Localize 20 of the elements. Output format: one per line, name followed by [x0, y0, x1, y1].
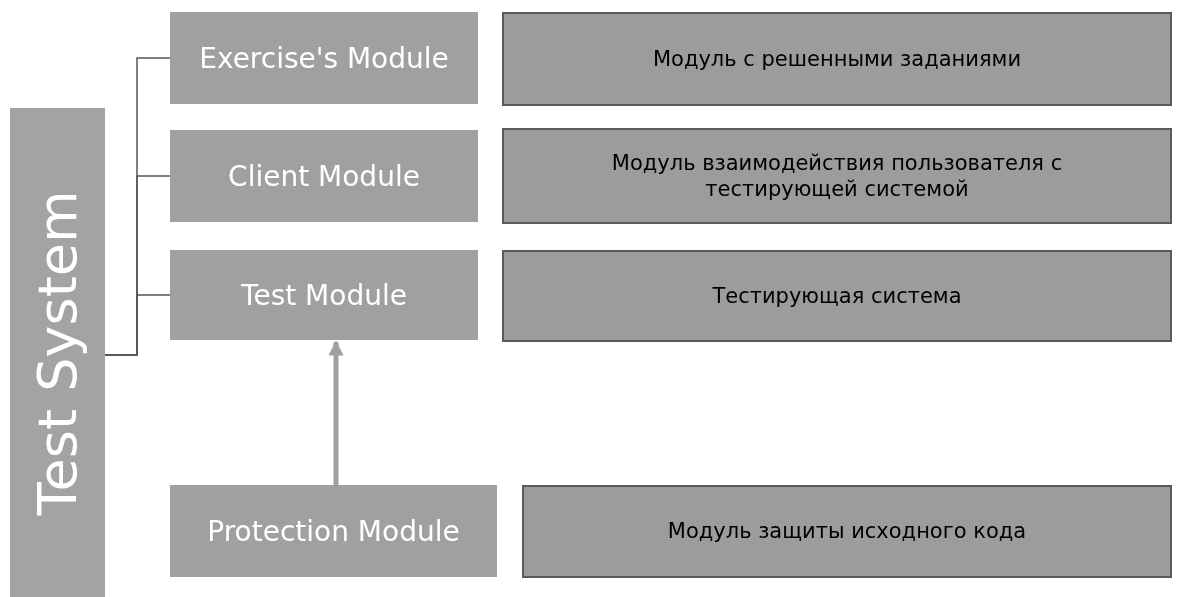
module-box — [170, 12, 478, 104]
module-box — [170, 485, 497, 577]
box-label: Модуль защиты исходного кода — [667, 518, 1027, 545]
description-box — [502, 12, 1172, 106]
box-label: Exercise's Module — [199, 40, 449, 76]
box-label: Protection Module — [207, 513, 460, 549]
description-box — [502, 250, 1172, 342]
arrow — [328, 340, 344, 485]
description-box — [502, 128, 1172, 224]
box-label: Client Module — [228, 158, 420, 194]
connector-line — [104, 294, 171, 356]
vertical-title: Test System — [24, 190, 90, 515]
box-label: Test Module — [241, 277, 407, 313]
description-box — [522, 485, 1172, 578]
box-label: Модуль взаимодействия пользователя с тестирующей системой — [610, 149, 1064, 203]
module-box — [170, 130, 478, 222]
box-label: Модуль с решенными заданиями — [652, 45, 1022, 73]
module-box — [170, 250, 478, 340]
box-label: Тестирующая система — [712, 282, 962, 310]
title-bar — [10, 108, 105, 597]
